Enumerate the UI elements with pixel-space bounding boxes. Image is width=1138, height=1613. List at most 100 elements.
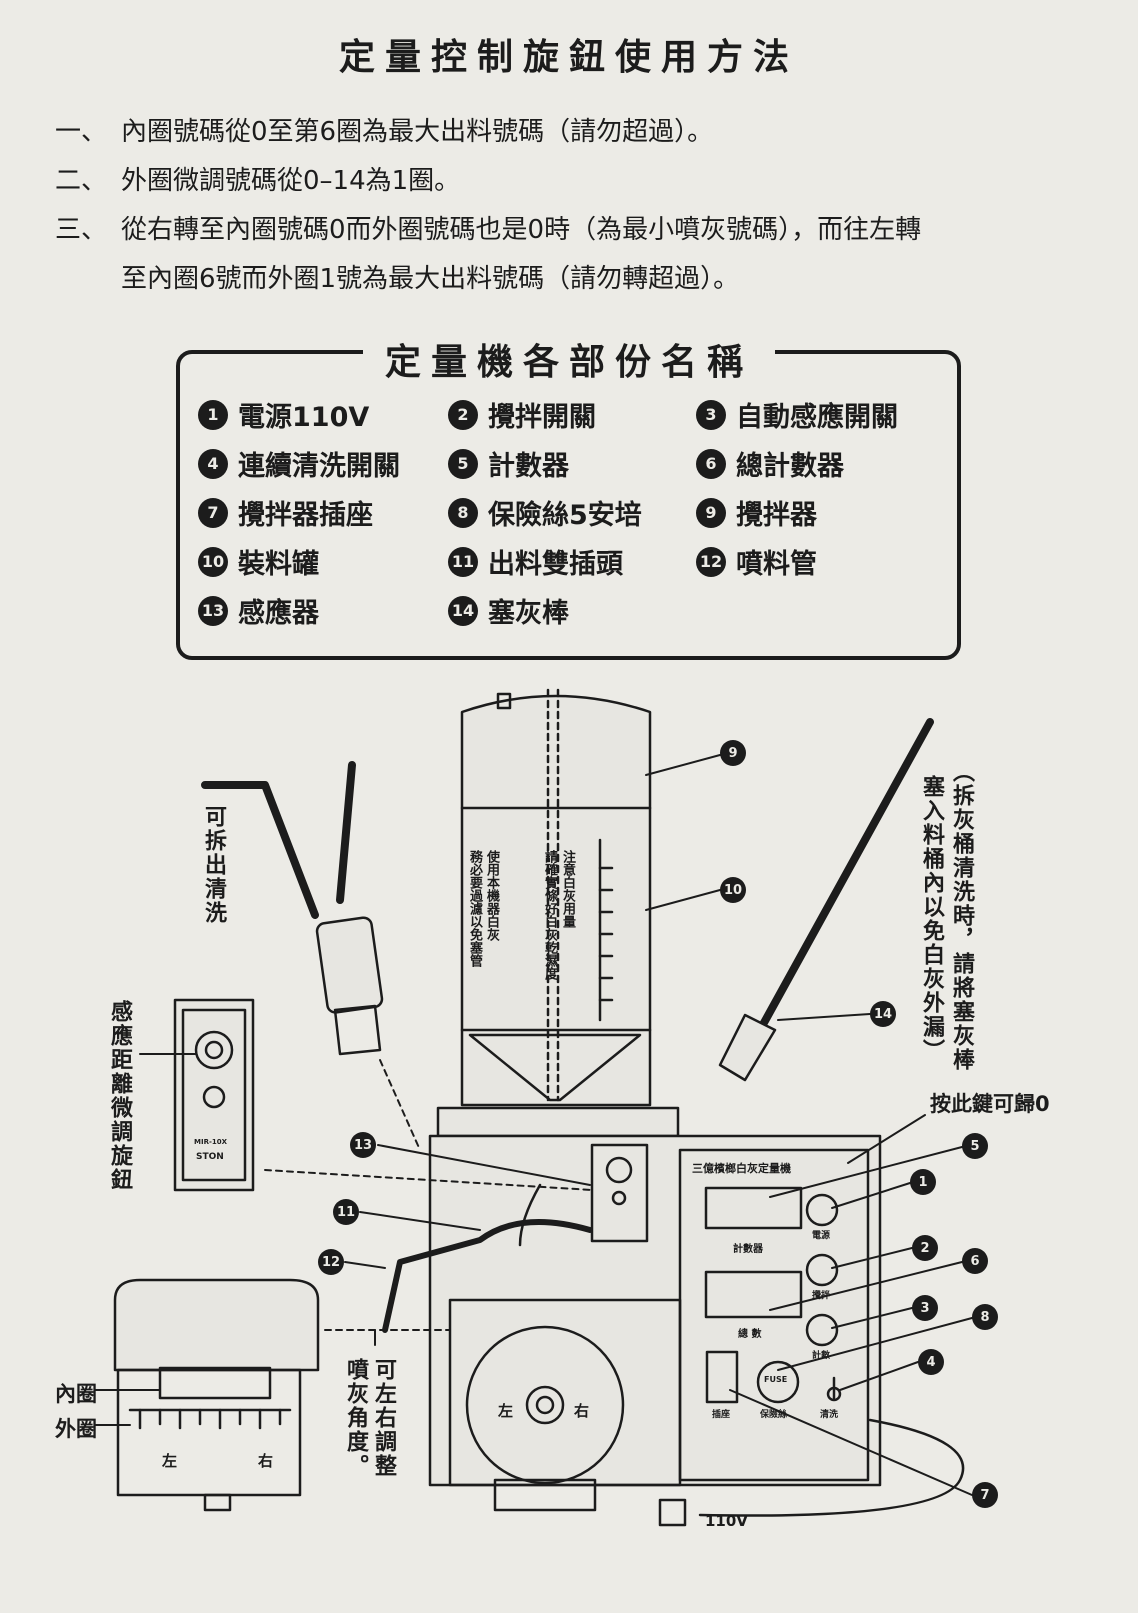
- machine-diagram: [94, 688, 973, 1527]
- tank-note-a-1: 使用本機器白灰: [484, 850, 499, 941]
- dial-left-label: 左: [162, 1452, 178, 1470]
- panel-wash-label: 清洗: [820, 1410, 839, 1420]
- part-item: 2 攪拌開關: [448, 395, 596, 434]
- part-item: 6 總計數器: [696, 444, 844, 483]
- part-item: 8 保險絲5安培: [448, 493, 642, 532]
- panel-title: 三億檳榔白灰定量機: [692, 1162, 791, 1175]
- panel-fuse-label: 保險絲: [760, 1410, 788, 1420]
- part-item: 10 裝料罐: [198, 542, 319, 581]
- callout-6: 6: [962, 1248, 988, 1274]
- sensor-knob-note: 感應距離微調旋鈕: [107, 1000, 132, 1192]
- part-label: 電源110V: [238, 402, 370, 433]
- plug-rod-note-2: 塞入料桶內以免白灰外漏）: [919, 775, 944, 1063]
- callout-3: 3: [912, 1295, 938, 1321]
- part-item: 4 連續清洗開關: [198, 444, 400, 483]
- rule-item: 三、 從右轉至內圈號碼0而外圈號碼也是0時（為最小噴灰號碼），而往左轉: [55, 206, 1095, 255]
- part-item: 7 攪拌器插座: [198, 493, 373, 532]
- rule-number: 三、: [55, 215, 108, 245]
- part-label: 保險絲5安培: [488, 500, 642, 531]
- callout-11: 11: [333, 1199, 359, 1225]
- hopper-tank: [460, 688, 652, 1107]
- plug-rod: [718, 718, 934, 1082]
- rotate-right-label: 右: [574, 1402, 590, 1420]
- tank-note-a-2: 務必要過濾以免塞管: [467, 850, 482, 967]
- callout-10: 10: [720, 877, 746, 903]
- fuse-label: FUSE: [764, 1375, 788, 1384]
- panel-counter-label: 計數器: [733, 1244, 763, 1255]
- part-item: 13 感應器: [198, 591, 319, 630]
- panel-total-label: 總 數: [738, 1329, 762, 1340]
- part-number-badge: 7: [198, 497, 228, 528]
- dial-right-label: 右: [258, 1452, 274, 1470]
- removable-stirrer: [201, 761, 384, 1056]
- part-item: 12 噴料管: [696, 542, 817, 581]
- part-number-badge: 11: [448, 546, 478, 577]
- part-item: 1 電源110V: [198, 395, 369, 434]
- dial-knob: [113, 1278, 320, 1512]
- angle-note-1: 可左右調整: [371, 1358, 396, 1478]
- rule-number: 二、: [55, 166, 108, 196]
- panel-stir-label: 攪拌: [812, 1291, 831, 1301]
- part-label: 攪拌器: [736, 500, 817, 531]
- part-label: 計數器: [488, 451, 569, 482]
- rule-text: 外圈微調號碼從0–14為1圈。: [121, 166, 461, 196]
- model-label: MIR-10X: [194, 1138, 228, 1146]
- part-number-badge: 2: [448, 399, 478, 430]
- callout-1: 1: [910, 1169, 936, 1195]
- part-item: 5 計數器: [448, 444, 569, 483]
- callout-7: 7: [972, 1482, 998, 1508]
- rule-text: 內圈號碼從0至第6圈為最大出料號碼（請勿超過）。: [121, 117, 714, 147]
- part-number-badge: 5: [448, 448, 478, 479]
- callout-8: 8: [972, 1304, 998, 1330]
- part-item: 3 自動感應開關: [696, 395, 898, 434]
- reset-note: 按此鍵可歸0: [930, 1092, 1050, 1116]
- tank-note-b-2: 請確實條好白灰乾濕度: [542, 850, 557, 980]
- rule-item: 一、 內圈號碼從0至第6圈為最大出料號碼（請勿超過）。: [55, 108, 1095, 157]
- part-number-badge: 14: [448, 595, 478, 626]
- callout-13: 13: [350, 1132, 376, 1158]
- part-label: 噴料管: [736, 549, 817, 580]
- part-number-badge: 1: [198, 399, 228, 430]
- leader-lines: [94, 754, 973, 1496]
- parts-title: 定量機各部份名稱: [0, 333, 1138, 385]
- voltage-label: 110V: [705, 1512, 748, 1530]
- part-number-badge: 4: [198, 448, 228, 479]
- part-number-badge: 12: [696, 546, 726, 577]
- panel-power-label: 電源: [812, 1231, 831, 1241]
- part-number-badge: 13: [198, 595, 228, 626]
- callout-2: 2: [912, 1235, 938, 1261]
- removable-note: 可拆出清洗: [201, 805, 226, 925]
- part-item: 11 出料雙插頭: [448, 542, 623, 581]
- part-number-badge: 3: [696, 399, 726, 430]
- part-label: 裝料罐: [238, 549, 319, 580]
- rotate-left-label: 左: [498, 1402, 514, 1420]
- rule-item: 二、 外圈微調號碼從0–14為1圈。: [55, 157, 1095, 206]
- part-number-badge: 9: [696, 497, 726, 528]
- callout-9: 9: [720, 740, 746, 766]
- part-label: 自動感應開關: [736, 402, 898, 433]
- part-label: 總計數器: [736, 451, 844, 482]
- plug-rod-note-1: （拆灰桶清洗時，請將塞灰棒: [949, 760, 974, 1072]
- part-label: 攪拌開關: [488, 402, 596, 433]
- panel-auto-label: 計數: [812, 1351, 831, 1361]
- part-label: 出料雙插頭: [488, 549, 623, 580]
- angle-note-2: 噴灰角度。: [343, 1358, 368, 1478]
- rule-text: 從右轉至內圈號碼0而外圈號碼也是0時（為最小噴灰號碼），而往左轉: [121, 215, 922, 245]
- part-label: 連續清洗開關: [238, 451, 400, 482]
- part-number-badge: 10: [198, 546, 228, 577]
- outer-ring-label: 外圈: [55, 1417, 97, 1441]
- callout-5: 5: [962, 1133, 988, 1159]
- part-number-badge: 6: [696, 448, 726, 479]
- callout-14: 14: [870, 1001, 896, 1027]
- part-label: 感應器: [238, 598, 319, 629]
- part-number-badge: 8: [448, 497, 478, 528]
- part-label: 攪拌器插座: [238, 500, 373, 531]
- rule-text-continued: 至內圈6號而外圈1號為最大出料號碼（請勿轉超過）。: [121, 264, 740, 294]
- part-item: 9 攪拌器: [696, 493, 817, 532]
- page-title: 定量控制旋鈕使用方法: [338, 37, 799, 78]
- panel-socket-label: 插座: [712, 1410, 731, 1420]
- rule-number: 一、: [55, 117, 108, 147]
- usage-rules: 一、 內圈號碼從0至第6圈為最大出料號碼（請勿超過）。 二、 外圈微調號碼從0–…: [55, 108, 1095, 304]
- callout-4: 4: [918, 1349, 944, 1375]
